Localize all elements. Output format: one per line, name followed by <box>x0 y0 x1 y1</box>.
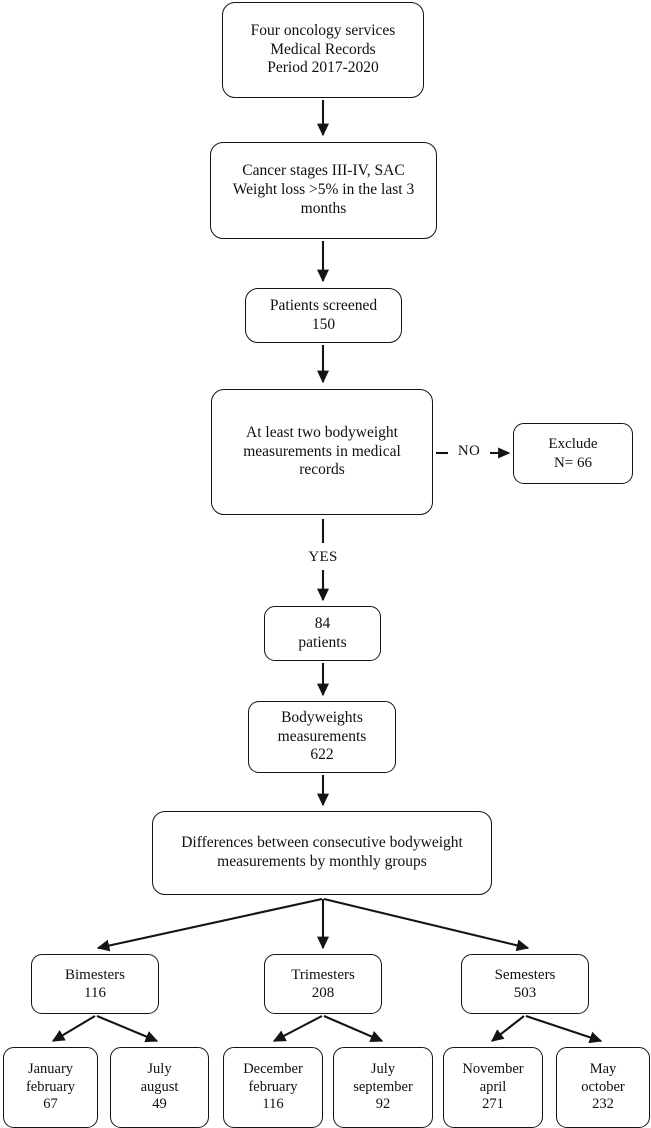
edge-semesters-to-leaf-5 <box>525 1015 603 1044</box>
node-inclusion-criteria: Cancer stages III-IV, SAC Weight loss >5… <box>210 142 437 239</box>
node-group-trimesters: Trimesters 208 <box>264 954 382 1014</box>
edge-differences-to-semesters <box>323 897 530 952</box>
node-leaf-july-september: July september 92 <box>333 1047 433 1128</box>
edge-trimesters-to-leaf-3 <box>323 1015 384 1043</box>
edge-bimesters-to-leaf-1 <box>96 1015 159 1043</box>
node-group-bimesters-label: Bimesters 116 <box>65 966 125 1001</box>
node-inclusion-criteria-label: Cancer stages III-IV, SAC Weight loss >5… <box>232 162 415 217</box>
node-source-records-label: Four oncology services Medical Records P… <box>250 21 396 77</box>
node-group-semesters: Semesters 503 <box>461 954 589 1014</box>
node-two-measurements-decision: At least two bodyweight measurements in … <box>211 389 433 515</box>
node-leaf-july-september-label: July september 92 <box>353 1060 413 1113</box>
edge-label-yes: YES <box>308 549 338 565</box>
node-bodyweight-measurements: Bodyweights measurements 622 <box>248 701 396 773</box>
node-leaf-july-august: July august 49 <box>110 1047 209 1128</box>
node-source-records: Four oncology services Medical Records P… <box>222 2 424 98</box>
node-included-patients-label: 84 patients <box>298 614 347 651</box>
node-group-bimesters: Bimesters 116 <box>31 954 159 1014</box>
node-leaf-december-february: December february 116 <box>223 1047 323 1128</box>
node-exclude-label: Exclude N= 66 <box>548 436 598 471</box>
edge-differences-to-bimesters <box>96 897 323 952</box>
node-included-patients: 84 patients <box>264 606 381 661</box>
edge-trimesters-to-leaf-2 <box>272 1015 323 1042</box>
node-leaf-november-april: November april 271 <box>443 1047 543 1128</box>
node-leaf-january-february: January february 67 <box>3 1047 98 1128</box>
node-leaf-july-august-label: July august 49 <box>140 1060 179 1113</box>
edge-semesters-to-leaf-4 <box>491 1015 525 1042</box>
edge-label-no: NO <box>457 443 481 459</box>
node-differences-label: Differences between consecutive bodyweig… <box>181 834 463 870</box>
node-leaf-may-october-label: May october 232 <box>581 1060 625 1113</box>
node-patients-screened-label: Patients screened 150 <box>269 296 378 333</box>
node-group-semesters-label: Semesters 503 <box>494 966 556 1001</box>
node-leaf-may-october: May october 232 <box>556 1047 650 1128</box>
node-patients-screened: Patients screened 150 <box>245 288 402 343</box>
node-two-measurements-decision-label: At least two bodyweight measurements in … <box>243 423 401 479</box>
node-leaf-november-april-label: November april 271 <box>462 1060 524 1113</box>
edge-bimesters-to-leaf-0 <box>51 1015 96 1042</box>
node-leaf-january-february-label: January february 67 <box>25 1060 76 1113</box>
node-exclude: Exclude N= 66 <box>513 423 633 484</box>
node-group-trimesters-label: Trimesters 208 <box>291 966 355 1001</box>
node-leaf-december-february-label: December february 116 <box>243 1060 303 1113</box>
node-bodyweight-measurements-label: Bodyweights measurements 622 <box>277 708 367 764</box>
node-differences: Differences between consecutive bodyweig… <box>152 811 492 895</box>
